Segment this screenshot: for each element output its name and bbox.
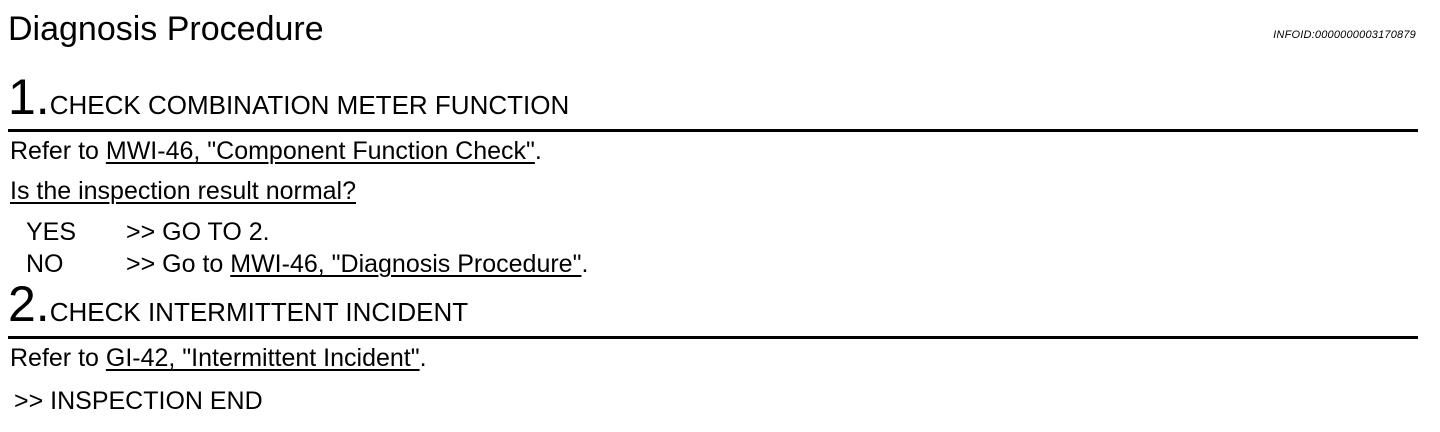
step-1-number: 1. [8,69,50,125]
step-2-refer: Refer to GI-42, "Intermittent Incident". [10,343,427,373]
answer-yes-text: >> GO TO 2. [126,218,270,246]
step-1-divider [8,129,1418,132]
answer-no-label: NO [26,250,64,278]
step-1-question: Is the inspection result normal? [10,177,357,205]
refer-prefix: Refer to [10,344,106,372]
page-title: Diagnosis Procedure [8,10,324,48]
answer-no: NO >> Go to MWI-46, "Diagnosis Procedure"… [26,249,588,279]
step-1-refer: Refer to MWI-46, "Component Function Che… [10,136,542,166]
refer-suffix: . [419,344,427,372]
answer-no-link-diagnosis-procedure[interactable]: MWI-46, "Diagnosis Procedure" [230,250,582,278]
info-id: INFOID:0000000003170879 [1273,29,1416,41]
refer-suffix: . [534,137,542,165]
step-2-number: 2. [8,276,50,332]
refer-prefix: Refer to [10,137,106,165]
answer-no-text: >> Go to [126,250,231,278]
refer-link-component-function-check[interactable]: MWI-46, "Component Function Check" [105,137,535,165]
step-2-heading: 2. CHECK INTERMITTENT INCIDENT [8,279,468,329]
step-1-title: CHECK COMBINATION METER FUNCTION [49,90,570,120]
answer-yes: YES >> GO TO 2. [26,217,270,247]
step-1-heading: 1. CHECK COMBINATION METER FUNCTION [8,72,569,122]
step-2-title: CHECK INTERMITTENT INCIDENT [49,297,469,327]
answer-yes-label: YES [26,218,77,246]
refer-link-intermittent-incident[interactable]: GI-42, "Intermittent Incident" [105,344,420,372]
inspection-end: >> INSPECTION END [14,387,263,415]
answer-no-suffix: . [581,250,589,278]
step-2-divider [8,336,1418,339]
